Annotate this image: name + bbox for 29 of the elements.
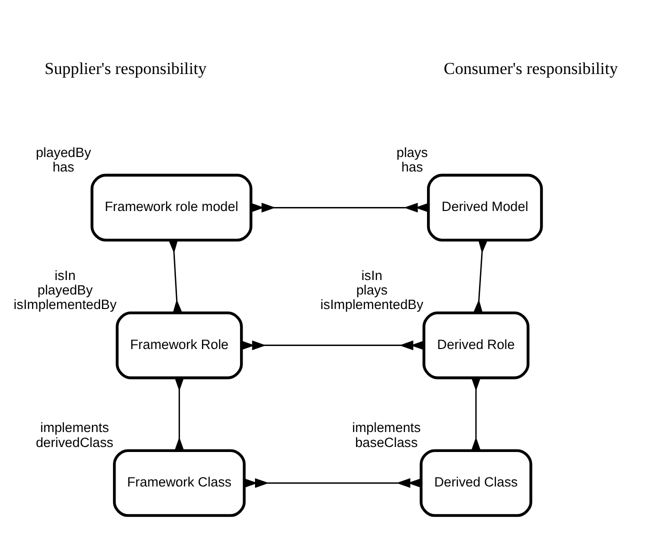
- node-label: playedBy: [36, 144, 92, 160]
- node-label: baseClass: [355, 434, 418, 450]
- node-box: Derived Class: [420, 448, 532, 516]
- node-label: isIn: [361, 267, 382, 282]
- node-box: Derived Model: [427, 173, 543, 242]
- connector: [473, 238, 488, 313]
- connector: [250, 202, 429, 212]
- node-label: implements: [40, 420, 109, 435]
- connector: [244, 478, 422, 488]
- node-label: plays: [396, 144, 428, 160]
- connector: [168, 238, 182, 313]
- node-label: isIn: [54, 267, 76, 282]
- connector: [174, 376, 184, 450]
- node-label: plays: [356, 282, 388, 298]
- connector: [471, 376, 481, 450]
- node-label: isImplementedBy: [14, 296, 117, 312]
- node-box: Derived Role: [422, 310, 530, 379]
- connector: [240, 340, 424, 350]
- node-label: has: [401, 158, 423, 174]
- node-label: has: [52, 158, 74, 174]
- node-box: Framework Role: [116, 310, 243, 379]
- label: Consumer's responsibility: [444, 58, 618, 78]
- node-label: derivedClass: [36, 434, 114, 450]
- node-label: playedBy: [38, 282, 93, 298]
- label: Supplier's responsibility: [44, 58, 207, 78]
- node-box: Framework Class: [112, 448, 246, 516]
- node-box: Framework role model: [90, 173, 252, 242]
- node-label: isImplementedBy: [320, 296, 424, 312]
- node-label: implements: [352, 420, 421, 435]
